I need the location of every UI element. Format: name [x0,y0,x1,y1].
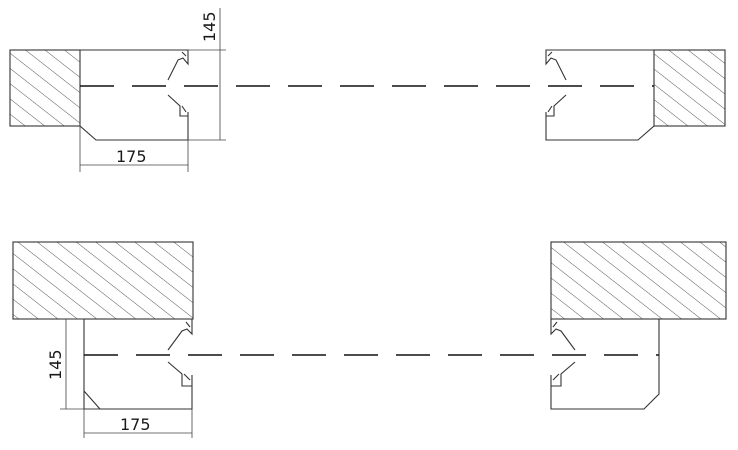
depth-label-top: 145 [200,11,219,42]
top-drawing: 145 175 [9,8,726,172]
dimension-width-bottom: 175 [83,409,193,438]
wall-left-bottom [12,241,194,320]
left-profile-top [79,49,189,141]
width-label-bottom: 175 [120,415,151,434]
right-profile-top [545,49,655,141]
wall-right-bottom [550,241,727,320]
bottom-drawing: 145 175 [12,241,727,438]
wall-left-top [9,49,81,127]
dimension-width-top: 175 [79,126,189,172]
width-label-top: 175 [116,147,147,166]
depth-label-bottom: 145 [46,349,65,380]
dimension-depth-top: 145 [188,8,226,141]
wall-right-top [653,49,726,127]
left-profile-bottom [83,318,193,410]
dimension-depth-bottom: 145 [46,318,100,410]
right-profile-bottom [550,318,660,410]
